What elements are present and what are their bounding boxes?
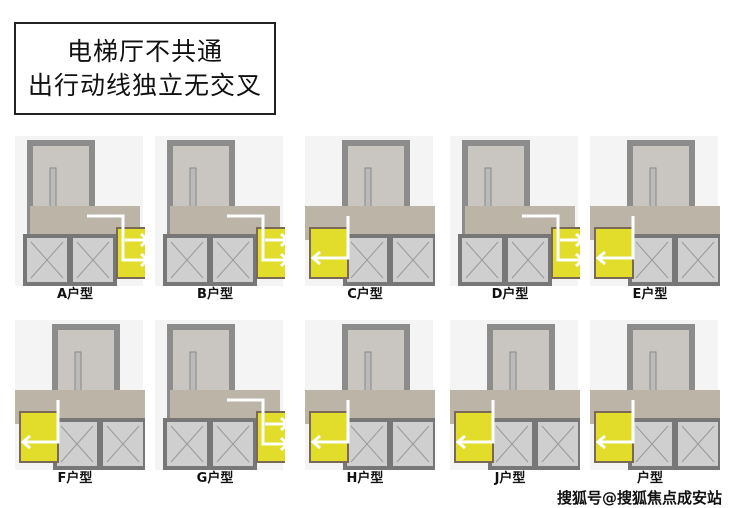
floor-plan: F户型 [5,312,145,487]
route-arrow [227,214,285,268]
title-box: 电梯厅不共通 出行动线独立无交叉 [14,22,276,115]
private-elevator-lobby [594,227,634,279]
elevator-2-cross [396,241,430,279]
floor-plan: A户型 [5,128,145,303]
private-elevator-lobby [19,411,59,463]
plan-label: 户型 [636,471,663,486]
route-arrow [310,400,350,450]
elevator-1-cross [635,425,669,463]
elevator-1-cross [465,241,499,279]
route-arrow [455,400,495,450]
elevator-2-cross [681,425,715,463]
floor-plan: C户型 [295,128,435,303]
plan-label: C户型 [347,287,383,302]
title-line-2: 出行动线独立无交叉 [27,70,262,100]
elevator-1-cross [635,241,669,279]
elevator-1-cross [495,425,529,463]
elevator-1-cross [30,241,64,279]
plan-label: J户型 [494,471,526,486]
floor-plan-drawing [590,320,720,470]
watermark: 搜狐号@搜狐焦点成安站 [557,489,723,507]
floor-plan-drawing [590,136,720,286]
plan-label: D户型 [491,287,529,302]
floor-plan: J户型 [440,312,580,487]
elevator-2-cross [681,241,715,279]
floor-plan-drawing [305,320,435,470]
floor-plan-drawing [15,136,145,286]
elevator-1-cross [170,241,204,279]
elevator-1-cross [60,425,94,463]
route-arrow [87,214,145,268]
elevator-2-cross [216,425,250,463]
elevator-1-cross [350,241,384,279]
route-arrow [227,398,285,452]
title-line-1: 电梯厅不共通 [66,36,223,66]
elevator-1-cross [170,425,204,463]
floor-plan: E户型 [580,128,720,303]
private-elevator-lobby [309,411,349,463]
floor-plan-drawing [155,136,285,286]
floor-plan-drawing [450,136,580,286]
elevator-1-cross [350,425,384,463]
route-arrow [20,400,60,450]
floor-plan-drawing [305,136,435,286]
plan-label: F户型 [57,471,93,486]
elevator-2-cross [541,425,575,463]
plan-label: E户型 [632,287,668,302]
elevator-2-cross [106,425,140,463]
floor-plan: B户型 [145,128,285,303]
private-elevator-lobby [454,411,494,463]
elevator-2-cross [76,241,110,279]
floor-plan-drawing [15,320,145,470]
route-arrow [522,214,580,268]
private-elevator-lobby [594,411,634,463]
floor-plan: H户型 [295,312,435,487]
route-arrow [310,216,350,266]
plan-label: G户型 [196,471,234,486]
plan-label: A户型 [56,287,94,302]
elevator-2-cross [216,241,250,279]
floor-plan: G户型 [145,312,285,487]
floor-plan-drawing [155,320,285,470]
route-arrow [595,400,635,450]
floor-plan: 户型 [580,312,720,487]
elevator-2-cross [396,425,430,463]
plan-label: H户型 [346,471,384,486]
plan-label: B户型 [197,287,233,302]
floor-plan-drawing [450,320,580,470]
private-elevator-lobby [309,227,349,279]
floor-plan: D户型 [440,128,580,303]
route-arrow [595,216,635,266]
elevator-2-cross [511,241,545,279]
